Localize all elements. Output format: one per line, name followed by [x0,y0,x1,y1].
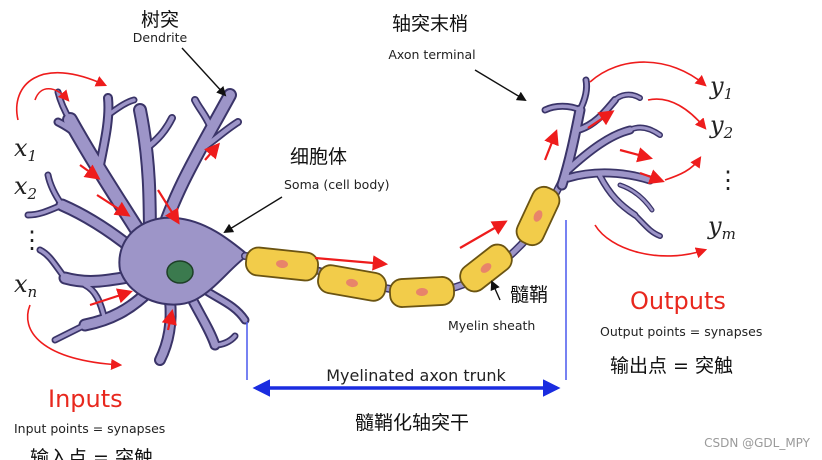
outputs-title: Outputs [630,287,726,315]
output-curve-low [664,156,702,181]
nucleus [166,260,194,284]
outputs-label-en: Output points = synapses [600,324,762,339]
trunk-label-zh: 髓鞘化轴突干 [355,412,469,434]
myelin-segment-1 [245,246,319,282]
soma-label-zh: 细胞体 [290,146,347,168]
watermark: CSDN @GDL_MPY [704,436,811,450]
output-dots: ⋮ [716,166,740,194]
input-x2-base: x [14,172,28,200]
outputs-label-zh: 输出点 = 突触 [610,355,733,377]
input-curve-bottom [26,304,123,371]
dendrite-label-en: Dendrite [133,30,188,45]
input-x1-sub: 1 [28,147,38,165]
myelin-label-zh: 髓鞘 [510,284,548,306]
output-y1-sub: 1 [724,85,734,103]
myelin-segment-3 [389,276,455,308]
myelin-segment-5 [515,185,561,247]
output-y2: y2 [709,111,733,142]
inputs-label-zh: 输入点 = 突触 [30,447,153,460]
dendrite-tree [24,88,250,366]
output-ym-sub: m [722,225,736,243]
myelin-segment-2 [317,264,387,302]
input-curve-top-2 [34,87,70,102]
output-ym: ym [707,212,736,243]
myelin-segment-4 [459,243,513,293]
input-xn: xn [14,270,37,301]
myelin-label-en: Myelin sheath [448,318,535,333]
dendrite-pointer [181,47,227,97]
input-x2-sub: 2 [27,185,38,203]
myelin-pointer [490,280,501,301]
input-x1-base: x [14,134,28,162]
input-curve-top [16,71,108,121]
axon-terminal-label-zh: 轴突末梢 [392,13,468,35]
inputs-label-en: Input points = synapses [14,421,165,436]
input-x2: x2 [14,172,37,203]
output-y1: y1 [709,72,733,103]
myelin-segments [245,185,561,308]
input-x1: x1 [14,134,37,165]
output-curve-bottom [594,224,708,259]
inputs-title: Inputs [48,385,123,413]
axon-terminal-pointer [474,69,527,102]
soma-label-en: Soma (cell body) [284,177,390,192]
pointer-arrows [181,47,527,301]
trunk-label-en: Myelinated axon trunk [326,366,506,385]
soma-pointer [223,196,283,234]
output-ym-base: y [707,212,722,240]
axon-terminal-label-en: Axon terminal [388,47,475,62]
flow-arrows [79,110,665,331]
output-y2-sub: 2 [723,124,734,142]
output-curve-top [589,61,707,87]
output-y2-base: y [709,111,724,139]
trunk-measure [246,220,567,397]
input-xn-base: x [14,270,28,298]
axon-terminal [541,76,663,239]
output-curve-mid [647,98,707,130]
dendrite-label-zh: 树突 [141,9,179,31]
output-y1-base: y [709,72,724,100]
signal-arrows [16,61,708,371]
input-dots: ⋮ [20,226,44,254]
input-xn-sub: n [28,283,38,301]
